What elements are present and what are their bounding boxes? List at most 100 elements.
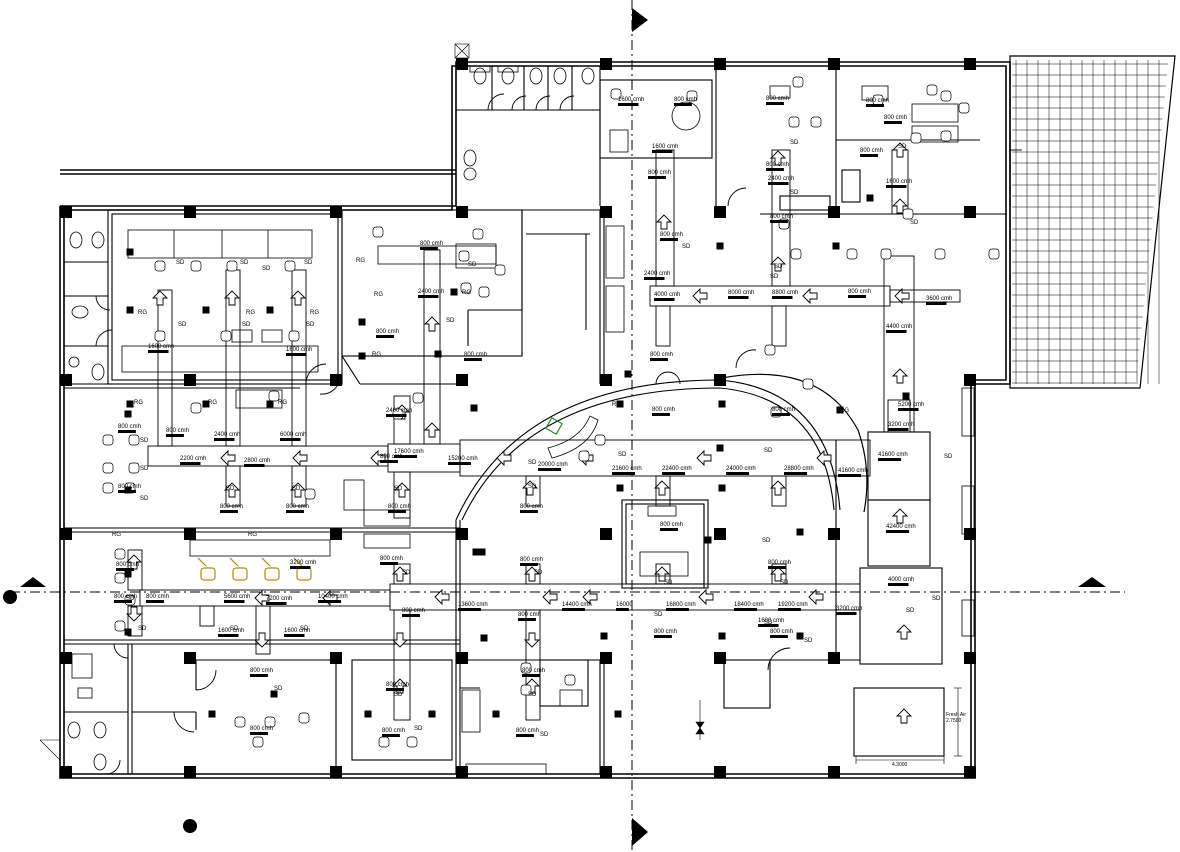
airflow-bar (728, 296, 749, 299)
highlight-chair (200, 567, 216, 581)
chair (128, 462, 140, 474)
flow-arrow (434, 588, 450, 606)
chair (610, 88, 622, 100)
flow-arrow (802, 287, 818, 305)
airflow-bar (758, 624, 779, 627)
flow-arrow (769, 150, 787, 166)
airflow-label: 800 cmh (648, 170, 671, 176)
flow-arrow (125, 606, 143, 622)
dimension-block (39, 43, 962, 764)
flow-arrow (696, 449, 712, 467)
sd-tag: SD (790, 190, 799, 196)
supply-diffuser (866, 194, 874, 202)
sd-tag: SD (528, 692, 537, 698)
airflow-bar (418, 295, 439, 298)
column (184, 766, 196, 778)
flow-arrow (289, 290, 307, 306)
chair (902, 208, 914, 220)
flow-arrow (391, 566, 409, 582)
airflow-bar (660, 528, 678, 531)
chair (564, 674, 576, 686)
sd-tag: SD (138, 626, 147, 632)
airflow-bar (886, 185, 907, 188)
supply-diffuser (202, 400, 210, 408)
column (714, 766, 726, 778)
airflow-label: 800 cmh (118, 484, 141, 490)
airflow-label: 1600 cmh (148, 344, 174, 350)
flow-arrow (523, 632, 541, 648)
flow-arrow (223, 290, 241, 306)
reception-marker (544, 416, 564, 436)
airflow-label: 1600 cmh (618, 97, 644, 103)
airflow-label: 800 cmh (884, 115, 907, 121)
chair (910, 132, 922, 144)
airflow-label: 2400 cmh (214, 432, 240, 438)
airflow-bar (250, 732, 268, 735)
airflow-bar (166, 434, 184, 437)
rg-tag: RG (374, 292, 383, 298)
airflow-bar (662, 472, 686, 475)
airflow-label: 800 cmh (118, 424, 141, 430)
column (60, 206, 72, 218)
column (964, 766, 976, 778)
supply-diffuser (836, 406, 844, 414)
chair (114, 620, 126, 632)
airflow-bar (394, 455, 418, 458)
airflow-bar (516, 734, 534, 737)
airflow-label: 4000 cmh (654, 292, 680, 298)
section-lines (10, 0, 1125, 852)
airflow-bar (290, 566, 311, 569)
supply-diffuser (716, 242, 724, 250)
flow-arrow (653, 566, 671, 582)
chair (190, 402, 202, 414)
column (330, 374, 342, 386)
chair (264, 716, 276, 728)
airflow-bar (838, 474, 862, 477)
airflow-label: 3600 cmh (926, 296, 952, 302)
chair (846, 248, 858, 260)
chair (114, 548, 126, 560)
airflow-bar (884, 121, 902, 124)
sd-tag: SD (140, 466, 149, 472)
airflow-bar (766, 168, 784, 171)
column (456, 374, 468, 386)
airflow-bar (220, 510, 238, 513)
supply-diffuser (124, 628, 132, 636)
column (60, 766, 72, 778)
flow-arrow (151, 290, 169, 306)
flow-arrow (223, 482, 241, 498)
airflow-bar (180, 462, 201, 465)
airflow-label: 41600 cmh (838, 468, 868, 474)
airflow-bar (618, 103, 639, 106)
flow-arrow (808, 588, 824, 606)
chair (792, 76, 804, 88)
flow-arrow (391, 678, 409, 694)
airflow-label: 800 cmh (772, 407, 795, 413)
sd-tag: SD (780, 580, 789, 586)
airflow-label: 800 cmh (376, 329, 399, 335)
airflow-bar (520, 563, 538, 566)
airflow-label: 10400 cmh (318, 594, 348, 600)
airflow-label: 800 cmh (660, 232, 683, 238)
sd-tag: SD (414, 726, 423, 732)
chair (958, 102, 970, 114)
airflow-label: 800 cmh (380, 556, 403, 562)
chair (102, 434, 114, 446)
flow-arrow (393, 482, 411, 498)
airflow-bar (380, 562, 398, 565)
chair (114, 572, 126, 584)
sd-tag: SD (804, 638, 813, 644)
column (964, 206, 976, 218)
rg-tag: RG (112, 532, 121, 538)
airflow-label: 20000 cmh (538, 462, 568, 468)
flow-arrow (891, 198, 909, 214)
chair (472, 228, 484, 240)
chair (458, 250, 470, 262)
airflow-bar (652, 413, 670, 416)
supply-diffuser (718, 528, 726, 536)
airflow-label: 3200 cmh (836, 606, 862, 612)
sd-tag: SD (446, 318, 455, 324)
airflow-bar (784, 472, 808, 475)
airflow-label: 800 cmh (382, 728, 405, 734)
